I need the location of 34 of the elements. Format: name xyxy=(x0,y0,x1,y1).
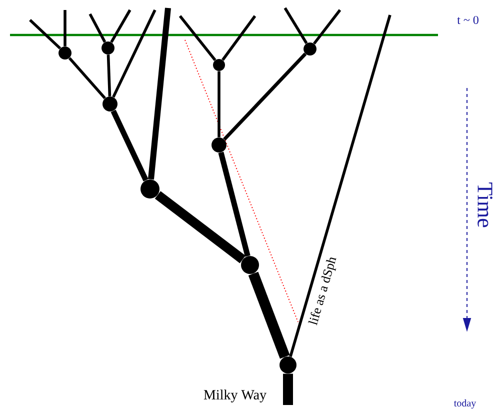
merger-dot xyxy=(304,42,316,56)
axis-title: Time xyxy=(478,182,492,228)
time-label: today xyxy=(454,399,476,409)
branch-line xyxy=(283,374,293,405)
merger-dot xyxy=(280,356,296,374)
branch-line xyxy=(289,14,392,358)
merger-dot xyxy=(102,96,118,112)
branch-line xyxy=(284,7,308,44)
branch-line xyxy=(88,13,106,43)
branch-line xyxy=(178,15,216,62)
branch-line xyxy=(106,54,112,96)
branch-line xyxy=(110,110,148,182)
branch-line xyxy=(218,152,250,257)
galaxy-label: Milky Way xyxy=(204,390,266,402)
branch-line xyxy=(64,10,66,46)
branch-line xyxy=(112,9,156,98)
branch-line xyxy=(148,8,171,180)
branch-line xyxy=(312,9,342,45)
merger-dot xyxy=(213,59,225,71)
branch-line xyxy=(248,272,290,359)
branch-line xyxy=(223,52,307,141)
edge-label: life as a dSph xyxy=(308,258,336,326)
branch-line xyxy=(218,71,220,138)
branch-line xyxy=(68,57,106,100)
merger-dot xyxy=(212,138,226,152)
merger-dot xyxy=(140,180,160,198)
time-label: t ~ 0 xyxy=(457,16,478,24)
branch-line xyxy=(154,191,246,264)
merger-dot xyxy=(241,256,259,274)
branch-line xyxy=(29,18,62,50)
branch-line xyxy=(222,15,256,61)
merger-dot xyxy=(58,46,72,60)
branch-line xyxy=(110,9,132,43)
merger-dot xyxy=(102,42,114,54)
